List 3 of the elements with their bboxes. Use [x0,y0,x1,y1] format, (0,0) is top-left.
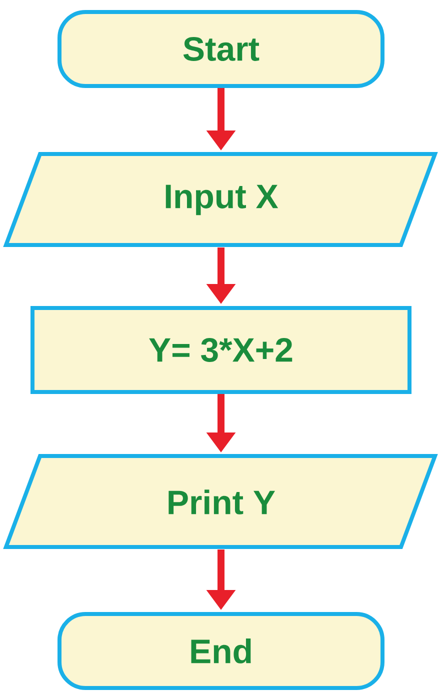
terminal-box: End [58,612,384,690]
terminal-box: Start [58,10,384,88]
process-box: Y= 3*X+2 [30,306,412,394]
